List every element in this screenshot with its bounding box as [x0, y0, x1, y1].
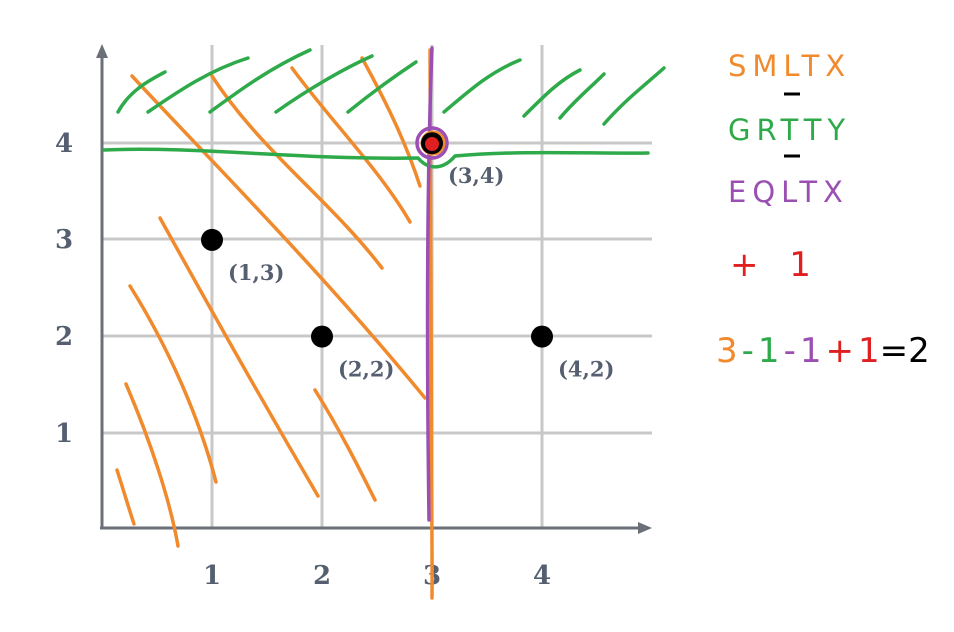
- axes: [96, 44, 652, 534]
- equation-part: 1: [758, 331, 780, 371]
- grid-lines: [102, 45, 652, 528]
- equation-part: +: [825, 331, 854, 371]
- orange-stroke: [360, 56, 422, 188]
- purple-circle: [415, 126, 449, 160]
- red-highlight-dot: [425, 137, 439, 151]
- green-stroke: [602, 66, 666, 126]
- green-stroke: [208, 48, 312, 114]
- green-stroke: [442, 58, 522, 114]
- legend: SMLTX GRTTY EQLTX + 1: [728, 49, 851, 285]
- point-label: (3,4): [448, 163, 504, 188]
- data-point: [531, 325, 553, 348]
- count-equation: 3-1-1+1=2: [716, 331, 930, 371]
- equation-part: =2: [880, 331, 930, 371]
- x-tick-4: 4: [533, 561, 551, 591]
- purple-vertical-line: [425, 46, 434, 522]
- orange-stroke: [313, 388, 377, 502]
- orange-stroke: [158, 216, 320, 498]
- legend-plus-one: + 1: [730, 245, 821, 285]
- greater-region-hatching: [102, 48, 666, 169]
- legend-smltx: SMLTX: [728, 49, 851, 83]
- legend-grtty: GRTTY: [728, 113, 851, 147]
- y-axis-arrow: [96, 44, 108, 58]
- orange-stroke: [128, 284, 218, 484]
- x-tick-1: 1: [203, 561, 221, 591]
- green-stroke: [558, 72, 606, 120]
- point-label: (2,2): [338, 357, 394, 382]
- equation-part: 1: [858, 331, 880, 371]
- green-stroke: [522, 68, 582, 118]
- green-stroke: [116, 70, 167, 114]
- green-stroke: [346, 60, 418, 114]
- y-tick-4: 4: [55, 129, 73, 159]
- point-label: (4,2): [558, 357, 614, 382]
- tick-labels: 1 2 3 4 4 3 2 1: [55, 129, 551, 591]
- orange-stroke: [130, 74, 427, 400]
- y-tick-1: 1: [55, 419, 73, 449]
- x-tick-2: 2: [313, 561, 331, 591]
- equation-part: -: [784, 331, 796, 371]
- orange-stroke: [115, 468, 136, 526]
- equal-annotation: [415, 46, 449, 522]
- point-label: (1,3): [228, 260, 284, 285]
- smaller-region-hatching: [115, 48, 435, 600]
- data-point: [311, 325, 333, 348]
- green-stroke: [146, 56, 250, 114]
- equation-part: 1: [800, 331, 822, 371]
- y-tick-3: 3: [55, 225, 73, 255]
- x-axis-arrow: [638, 522, 652, 534]
- green-boundary-line: [102, 147, 650, 169]
- orange-stroke: [124, 382, 180, 548]
- data-points: (1,3) (2,2) (3,4) (4,2): [201, 132, 614, 382]
- data-point: [201, 228, 223, 251]
- legend-eqltx: EQLTX: [728, 175, 849, 209]
- equation-part: -: [742, 331, 754, 371]
- green-stroke: [274, 54, 374, 114]
- orange-stroke: [290, 66, 412, 224]
- equation-part: 3: [716, 331, 738, 371]
- y-tick-2: 2: [55, 322, 73, 352]
- orange-stroke: [210, 74, 384, 270]
